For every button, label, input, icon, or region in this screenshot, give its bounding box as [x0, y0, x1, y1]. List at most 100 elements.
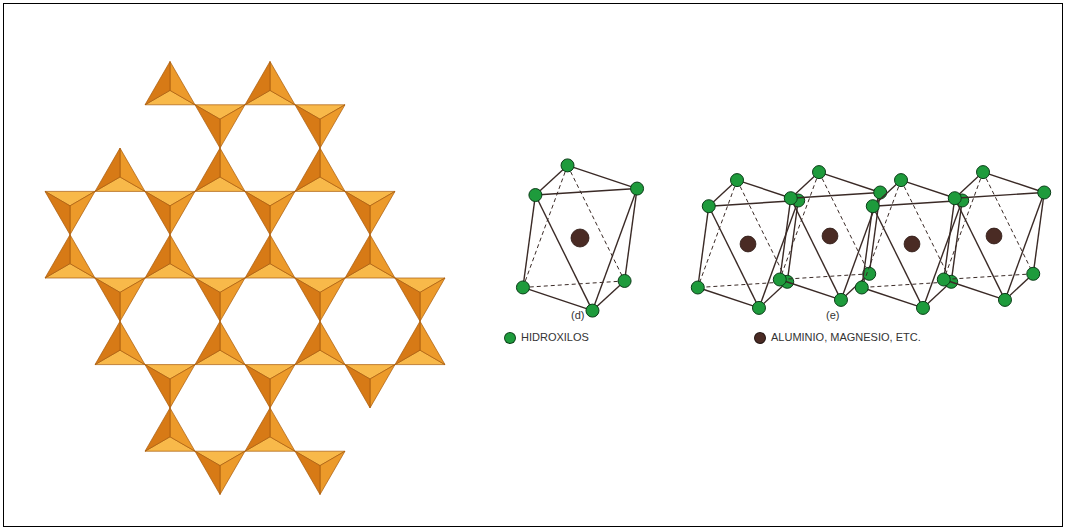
hydroxyl-ball	[731, 174, 744, 187]
tetrahedron-face	[320, 451, 345, 494]
tetrahedron-face	[320, 105, 345, 148]
octahedron	[937, 166, 1050, 307]
tetrahedron-face	[220, 148, 245, 191]
tetrahedron-face	[145, 61, 170, 104]
silica-tetrahedron	[95, 278, 145, 321]
hidden-edge	[568, 165, 625, 281]
tetrahedron-face	[320, 321, 345, 364]
silica-tetrahedron	[295, 278, 345, 321]
silica-tetrahedron	[345, 191, 395, 234]
hydroxyl-ball	[998, 293, 1011, 306]
legend-row: ALUMINIO, MAGNESIO, ETC.	[754, 331, 921, 344]
octahedron-edge	[625, 189, 637, 281]
hidden-edge	[862, 180, 901, 287]
tetrahedron-face	[295, 321, 320, 364]
octahedron-edge	[862, 206, 873, 287]
octahedron-edge	[983, 172, 1044, 192]
tetrahedron-face	[170, 365, 195, 408]
hidden-edge	[698, 180, 737, 287]
silica-tetrahedron	[195, 148, 245, 191]
hydroxyl-ball	[834, 293, 847, 306]
octahedron	[516, 159, 643, 317]
octahedron-edge	[1033, 192, 1044, 273]
tetrahedron-face	[45, 191, 70, 234]
hydroxyl-ball	[874, 186, 887, 199]
octahedron-edge	[841, 192, 880, 299]
silica-tetrahedron	[195, 278, 245, 321]
tetrahedron-face	[170, 408, 195, 451]
octahedron-edge	[944, 198, 955, 279]
tetrahedron-face	[195, 105, 220, 148]
tetrahedron-face	[370, 235, 395, 278]
hidden-edge	[523, 165, 568, 287]
tetrahedron-face	[45, 235, 70, 278]
octahedron-edge	[819, 172, 880, 192]
metal-ion	[986, 228, 1002, 244]
legend-text: ALUMINIO, MAGNESIO, ETC.	[771, 331, 921, 344]
figure-label: (e)	[826, 309, 839, 322]
silica-tetrahedron	[95, 321, 145, 364]
tetrahedron-face	[95, 321, 120, 364]
tetrahedron-face	[195, 278, 220, 321]
hidden-edge	[737, 180, 787, 282]
silica-tetrahedron	[245, 235, 295, 278]
tetrahedron-face	[395, 278, 420, 321]
hydroxyl-ball	[529, 189, 542, 202]
hydroxyl-ball	[631, 182, 644, 195]
silica-tetrahedron	[295, 105, 345, 148]
metal-ion	[822, 228, 838, 244]
tetrahedron-face	[295, 451, 320, 494]
tetrahedron-face	[145, 408, 170, 451]
hydroxyl-ball	[895, 174, 908, 187]
tetrahedron-face	[170, 61, 195, 104]
silica-tetrahedron	[295, 451, 345, 494]
tetrahedron-face	[95, 278, 120, 321]
hydroxyl-ball	[516, 281, 529, 294]
hydroxyl-ball	[916, 301, 929, 314]
hydroxyl-ball	[784, 192, 797, 205]
tetrahedron-face	[345, 365, 370, 408]
hydroxyl-ball	[702, 200, 715, 213]
tetrahedron-face	[270, 191, 295, 234]
hydroxyl-ball	[1027, 267, 1040, 280]
silica-tetrahedron	[95, 148, 145, 191]
tetrahedron-face	[295, 105, 320, 148]
silica-tetrahedron	[195, 321, 245, 364]
octahedron-edge	[955, 198, 1005, 300]
octahedron-edge	[523, 195, 535, 287]
octahedron-edge	[873, 206, 923, 308]
tetrahedron-face	[195, 321, 220, 364]
silica-tetrahedron	[145, 235, 195, 278]
tetrahedron-face	[245, 365, 270, 408]
tetrahedron-face	[95, 148, 120, 191]
hydroxyl-ball	[752, 301, 765, 314]
tetrahedron-face	[270, 61, 295, 104]
tetrahedron-face	[270, 235, 295, 278]
tetrahedron-face	[120, 148, 145, 191]
hydroxyl-ball	[618, 274, 631, 287]
tetrahedral-sheet	[45, 61, 445, 494]
silica-tetrahedron	[245, 365, 295, 408]
tetrahedron-face	[320, 148, 345, 191]
hidden-edge	[901, 180, 951, 282]
tetrahedron-face	[170, 235, 195, 278]
hydroxyl-ball	[1038, 186, 1051, 199]
tetrahedron-face	[70, 235, 95, 278]
hydroxyl-ball	[937, 273, 950, 286]
silica-tetrahedron	[245, 408, 295, 451]
hidden-edge	[944, 172, 983, 279]
silica-tetrahedron	[195, 451, 245, 494]
hydroxyl-ball	[773, 273, 786, 286]
silica-tetrahedron	[295, 321, 345, 364]
octahedron-edge	[535, 195, 592, 311]
tetrahedron-face	[120, 278, 145, 321]
tetrahedron-face	[120, 321, 145, 364]
silica-tetrahedron	[345, 365, 395, 408]
tetrahedron-face	[145, 365, 170, 408]
tetrahedron-face	[170, 191, 195, 234]
tetrahedron-face	[245, 235, 270, 278]
hidden-edge	[780, 172, 819, 279]
silica-tetrahedron	[345, 235, 395, 278]
octahedron	[691, 174, 804, 315]
